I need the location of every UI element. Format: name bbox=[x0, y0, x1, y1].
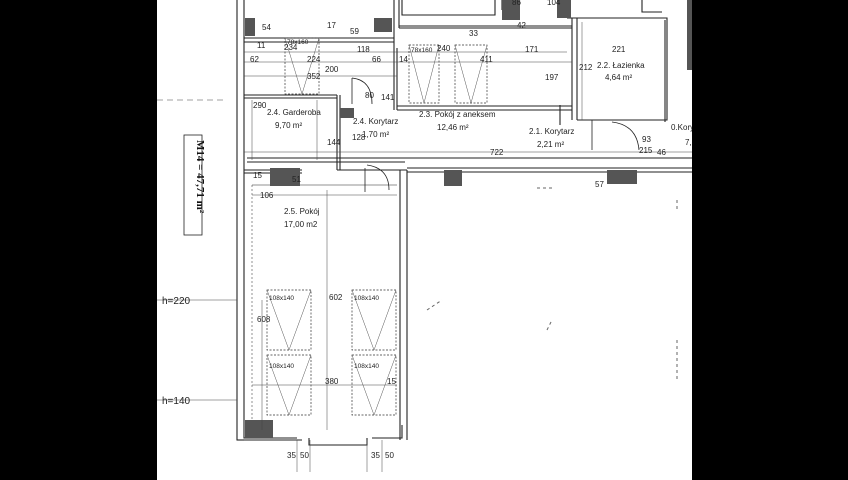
plan-sheet: 2.4. Garderoba 9,70 m² 2.4. Korytarz 1,7… bbox=[157, 0, 692, 480]
window-label-3: 108x140 bbox=[269, 363, 294, 370]
window-label-2: 108x140 bbox=[354, 295, 379, 302]
dim-33: 33 bbox=[469, 29, 478, 38]
dim-118: 118 bbox=[357, 45, 370, 54]
dim-17: 17 bbox=[327, 21, 336, 30]
room-pokoj-aneks-name: 2.3. Pokój z aneksem bbox=[419, 110, 496, 119]
dim-104: 104 bbox=[547, 0, 561, 7]
dim-50b: 50 bbox=[385, 451, 394, 460]
room-lazienka-area: 4,64 m² bbox=[605, 73, 632, 82]
height-140-label: h=140 bbox=[162, 396, 191, 407]
height-220-label: h=220 bbox=[162, 296, 191, 307]
room-korytarz21-name: 2.1. Korytarz bbox=[529, 127, 574, 136]
dim-290: 290 bbox=[253, 101, 267, 110]
dim-93: 93 bbox=[642, 135, 651, 144]
dim-234: 234 bbox=[284, 43, 298, 52]
dim-80: 80 bbox=[365, 91, 374, 100]
dim-215: 215 bbox=[639, 146, 653, 155]
room-lazienka-name: 2.2. Łazienka bbox=[597, 61, 645, 70]
window-label-1: 108x140 bbox=[269, 295, 294, 302]
dim-144: 144 bbox=[327, 138, 341, 147]
total-area-label: M14 = 47,71 m² bbox=[194, 140, 206, 214]
dim-171: 171 bbox=[525, 45, 539, 54]
room-korytarz-right-area: 7, bbox=[685, 138, 692, 147]
room-pokoj-aneks-area: 12,46 m² bbox=[437, 123, 469, 132]
dim-54: 54 bbox=[262, 23, 271, 32]
room-korytarz24-area: 1,70 m² bbox=[362, 130, 389, 139]
dim-15b: 15 bbox=[387, 377, 396, 386]
dim-11: 11 bbox=[257, 41, 266, 50]
room-korytarz-right-name: 0.Kory bbox=[671, 123, 692, 132]
dim-51: 51 bbox=[292, 175, 301, 184]
dim-15: 15 bbox=[253, 171, 262, 180]
dim-380: 380 bbox=[325, 377, 339, 386]
dim-212: 212 bbox=[579, 63, 593, 72]
room-pokoj25-area: 17,00 m2 bbox=[284, 220, 318, 229]
room-garderoba-name: 2.4. Garderoba bbox=[267, 108, 321, 117]
dim-722: 722 bbox=[490, 148, 504, 157]
dim-62: 62 bbox=[250, 55, 259, 64]
dim-59: 59 bbox=[350, 27, 359, 36]
dim-411: 411 bbox=[480, 55, 493, 64]
dim-352: 352 bbox=[307, 72, 321, 81]
room-pokoj25-name: 2.5. Pokój bbox=[284, 207, 320, 216]
dim-14: 14 bbox=[399, 55, 408, 64]
dim-128: 128 bbox=[352, 133, 366, 142]
dim-200: 200 bbox=[325, 65, 339, 74]
dim-106: 106 bbox=[260, 191, 274, 200]
floor-plan: 2.4. Garderoba 9,70 m² 2.4. Korytarz 1,7… bbox=[157, 0, 692, 472]
dim-240: 240 bbox=[437, 44, 451, 53]
door-arc bbox=[351, 77, 373, 105]
room-korytarz24-name: 2.4. Korytarz bbox=[353, 117, 398, 126]
dim-224: 224 bbox=[307, 55, 321, 64]
dim-86: 86 bbox=[512, 0, 521, 7]
dim-57: 57 bbox=[595, 180, 604, 189]
dim-42: 42 bbox=[517, 21, 526, 30]
window-label-mid: 78x160 bbox=[411, 47, 433, 54]
dim-35b: 35 bbox=[371, 451, 380, 460]
window-label-4: 108x140 bbox=[354, 363, 379, 370]
room-garderoba-area: 9,70 m² bbox=[275, 121, 302, 130]
room-korytarz21-area: 2,21 m² bbox=[537, 140, 564, 149]
window-label-top: 78x160 bbox=[287, 39, 309, 46]
dim-141: 141 bbox=[381, 93, 395, 102]
dim-50a: 50 bbox=[300, 451, 309, 460]
dim-66: 66 bbox=[372, 55, 381, 64]
dim-608: 608 bbox=[257, 315, 271, 324]
window-mid-2 bbox=[454, 44, 488, 104]
dim-46: 46 bbox=[657, 148, 666, 157]
dim-35a: 35 bbox=[287, 451, 296, 460]
dim-221: 221 bbox=[612, 45, 626, 54]
dim-197: 197 bbox=[545, 73, 559, 82]
dim-602: 602 bbox=[329, 293, 343, 302]
